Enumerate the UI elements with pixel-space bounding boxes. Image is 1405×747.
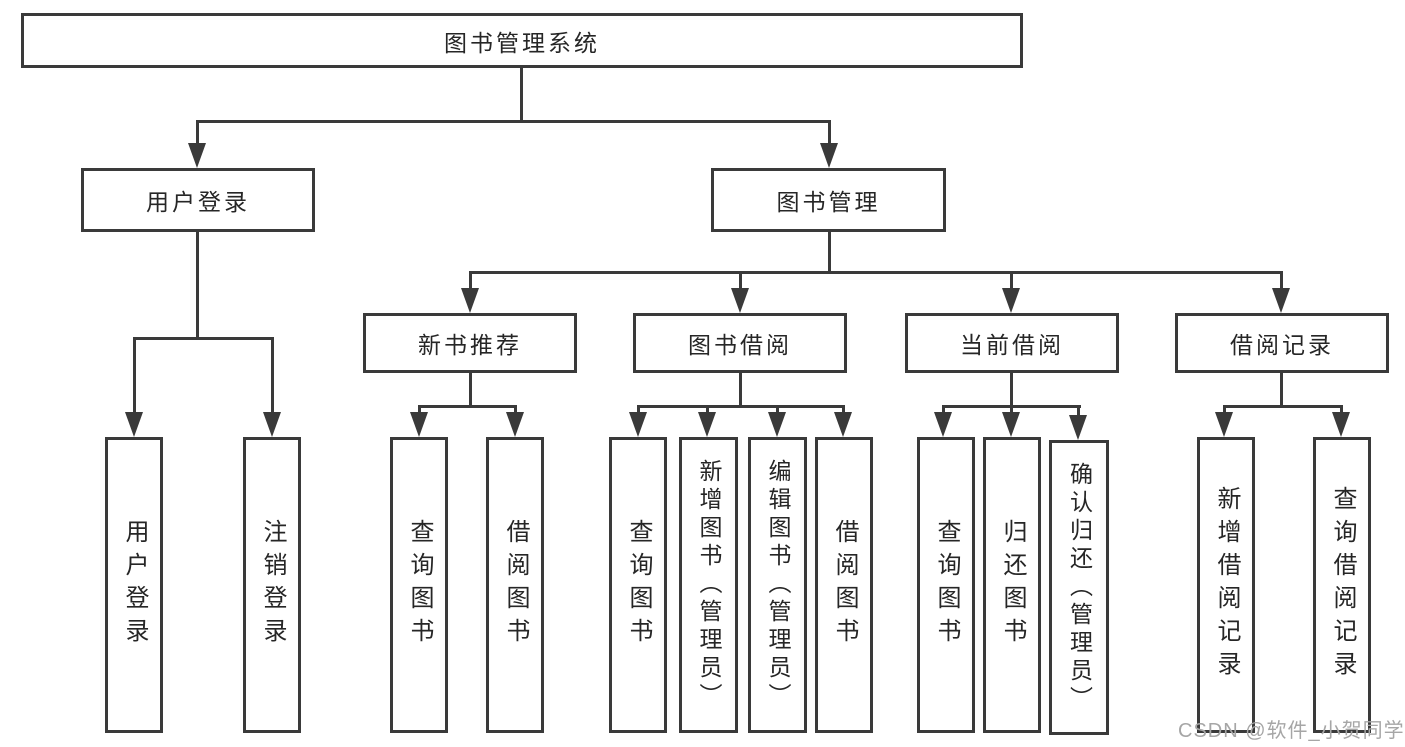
leaf-borrow-add-admin-label: 新增图书（管理员） (696, 459, 722, 711)
connector (514, 405, 517, 415)
node-user-login-label: 用户登录 (146, 189, 250, 215)
leaf-borrow-query: 查询图书 (609, 437, 667, 733)
leaf-logout-label: 注销登录 (259, 519, 286, 651)
leaf-current-confirm-admin-label: 确认归还（管理员） (1066, 461, 1093, 714)
leaf-borrow-borrow: 借阅图书 (815, 437, 873, 733)
connector (133, 337, 136, 414)
arrowhead (820, 143, 838, 168)
arrowhead (1069, 415, 1087, 440)
node-current-borrow: 当前借阅 (905, 313, 1119, 373)
node-root-system: 图书管理系统 (21, 13, 1023, 68)
arrowhead (731, 288, 749, 313)
connector (196, 232, 199, 337)
connector (828, 120, 831, 146)
connector (520, 68, 523, 120)
arrowhead (263, 412, 281, 437)
node-book-borrow: 图书借阅 (633, 313, 847, 373)
leaf-current-query-label: 查询图书 (933, 519, 960, 651)
arrowhead (410, 412, 428, 437)
connector (828, 232, 831, 271)
connector (1077, 405, 1080, 415)
connector (776, 405, 779, 415)
arrowhead (1272, 288, 1290, 313)
leaf-records-query-label: 查询借阅记录 (1329, 486, 1356, 684)
leaf-borrow-edit-admin: 编辑图书（管理员） (748, 437, 807, 733)
connector (418, 405, 517, 408)
arrowhead (768, 412, 786, 437)
arrowhead (125, 412, 143, 437)
connector (1010, 271, 1013, 291)
leaf-borrow-query-label: 查询图书 (625, 519, 652, 651)
connector (133, 337, 274, 340)
connector (739, 373, 742, 406)
connector (706, 405, 709, 415)
leaf-user-login: 用户登录 (105, 437, 163, 733)
connector (1280, 373, 1283, 406)
node-new-book-recommend: 新书推荐 (363, 313, 577, 373)
connector (637, 405, 640, 415)
arrowhead (188, 143, 206, 168)
connector (842, 405, 845, 415)
connector (739, 271, 742, 291)
connector (196, 120, 831, 123)
leaf-current-return-label: 归还图书 (999, 519, 1026, 651)
leaf-newbook-borrow: 借阅图书 (486, 437, 544, 733)
leaf-records-add-label: 新增借阅记录 (1213, 486, 1240, 684)
connector (942, 405, 945, 415)
connector (1223, 405, 1343, 408)
csdn-watermark: CSDN @软件_小贺同学 (1178, 720, 1405, 742)
leaf-newbook-query: 查询图书 (390, 437, 448, 733)
connector (418, 405, 421, 415)
leaf-current-confirm-admin: 确认归还（管理员） (1049, 440, 1109, 735)
leaf-newbook-borrow-label: 借阅图书 (502, 519, 529, 651)
arrowhead (834, 412, 852, 437)
node-book-management: 图书管理 (711, 168, 946, 232)
connector (271, 337, 274, 414)
arrowhead (1002, 412, 1020, 437)
node-user-login: 用户登录 (81, 168, 315, 232)
connector (469, 271, 1283, 274)
connector (1223, 405, 1226, 415)
node-new-book-recommend-label: 新书推荐 (418, 332, 522, 358)
arrowhead (1002, 288, 1020, 313)
node-current-borrow-label: 当前借阅 (960, 332, 1064, 358)
leaf-user-login-label: 用户登录 (121, 519, 148, 651)
arrowhead (934, 412, 952, 437)
connector (469, 271, 472, 291)
arrowhead (461, 288, 479, 313)
arrowhead (698, 412, 716, 437)
connector (1010, 405, 1013, 415)
arrowhead (1332, 412, 1350, 437)
node-root-label: 图书管理系统 (444, 29, 600, 56)
leaf-newbook-query-label: 查询图书 (406, 519, 433, 651)
node-borrow-records-label: 借阅记录 (1230, 332, 1334, 358)
node-borrow-records: 借阅记录 (1175, 313, 1389, 373)
leaf-current-query: 查询图书 (917, 437, 975, 733)
connector (196, 120, 199, 146)
leaf-current-return: 归还图书 (983, 437, 1041, 733)
arrowhead (506, 412, 524, 437)
arrowhead (629, 412, 647, 437)
leaf-borrow-add-admin: 新增图书（管理员） (679, 437, 738, 733)
connector (1010, 373, 1013, 406)
connector (637, 405, 845, 408)
connector (469, 373, 472, 406)
leaf-logout: 注销登录 (243, 437, 301, 733)
node-book-borrow-label: 图书借阅 (688, 332, 792, 358)
arrowhead (1215, 412, 1233, 437)
leaf-borrow-borrow-label: 借阅图书 (831, 519, 858, 651)
connector (1280, 271, 1283, 291)
leaf-records-add: 新增借阅记录 (1197, 437, 1255, 733)
leaf-borrow-edit-admin-label: 编辑图书（管理员） (765, 459, 791, 711)
connector (1340, 405, 1343, 415)
leaf-records-query: 查询借阅记录 (1313, 437, 1371, 733)
node-book-management-label: 图书管理 (776, 189, 881, 215)
